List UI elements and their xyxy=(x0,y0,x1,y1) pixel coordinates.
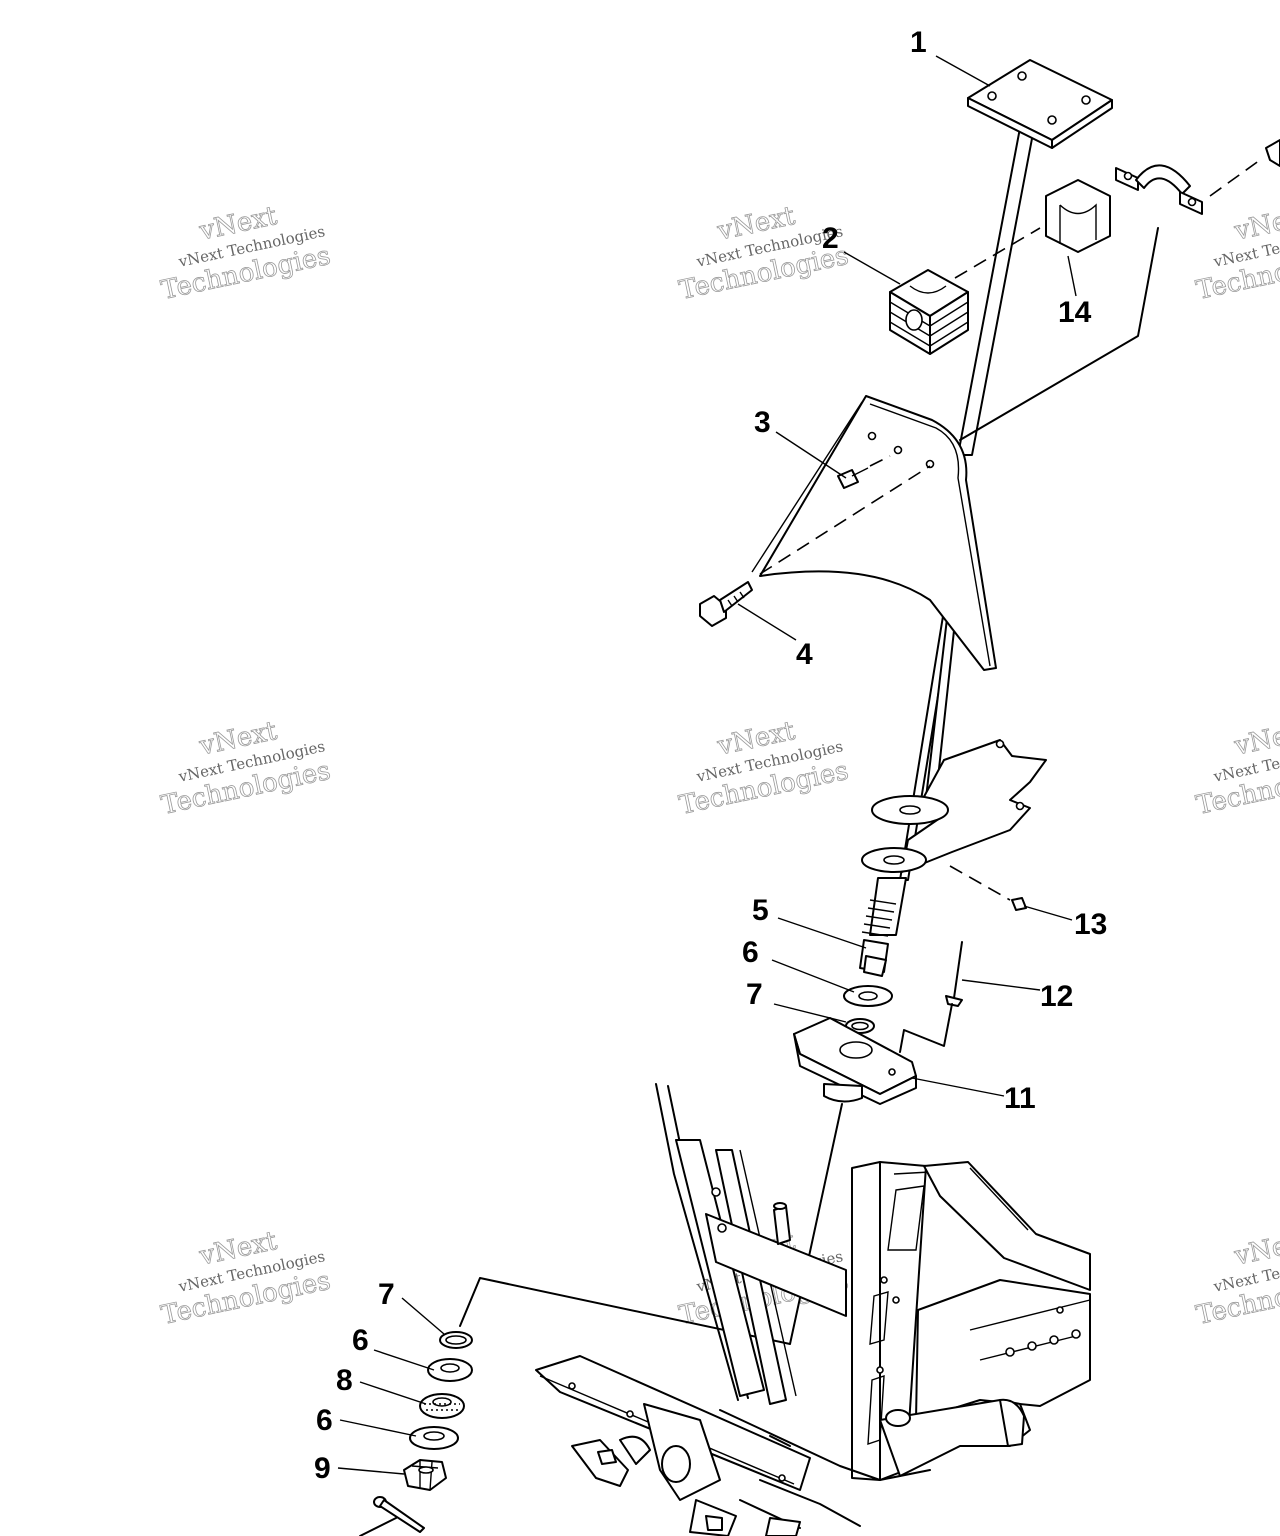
callout-8: 8 xyxy=(336,1364,353,1397)
part-6-washer-lower-1 xyxy=(427,1358,473,1382)
screw-13-dash xyxy=(949,865,1011,901)
callout-4: 4 xyxy=(796,638,813,671)
part-9-castle-nut xyxy=(403,1459,447,1491)
part-2-bushing-block xyxy=(889,227,1041,355)
shaft-spline xyxy=(861,899,897,937)
callout-7-upper: 7 xyxy=(746,978,763,1011)
watermark-7: vNext vNext Technologies Technologies xyxy=(158,1226,333,1332)
clamp-leader xyxy=(959,227,1159,441)
callout-13: 13 xyxy=(1074,908,1107,941)
watermark-6: vNext vNext Technologies Technologies xyxy=(1193,716,1280,822)
watermark-5: vNext vNext Technologies Technologies xyxy=(676,716,851,822)
part-7-oring-lower xyxy=(439,1331,473,1349)
callout-3: 3 xyxy=(754,406,771,439)
callout-6-upper: 6 xyxy=(742,936,759,969)
cotter-pin-lower xyxy=(359,1496,425,1536)
callout-labels: 1 2 3 4 5 6 7 11 12 13 14 7 6 8 6 9 xyxy=(314,26,1107,1485)
callout-14: 14 xyxy=(1058,296,1092,329)
callout-5: 5 xyxy=(752,894,769,927)
callout-1: 1 xyxy=(910,26,927,59)
watermark-1: vNext vNext Technologies Technologies xyxy=(158,201,333,307)
leader-lines xyxy=(337,55,1077,1475)
bolt-dash-line xyxy=(759,465,931,575)
callout-12: 12 xyxy=(1040,980,1073,1013)
callout-9: 9 xyxy=(314,1452,331,1485)
shaft-clamp xyxy=(1115,139,1280,215)
steering-shroud xyxy=(751,395,997,671)
watermark-4: vNext vNext Technologies Technologies xyxy=(158,716,333,822)
watermark-group: vNext vNext Technologies Technologies vN… xyxy=(158,201,1280,1332)
callout-6-lower-2: 6 xyxy=(316,1404,333,1437)
part-14-bushing xyxy=(1045,179,1111,253)
part-11-steering-block xyxy=(793,1017,917,1105)
part-3-screw xyxy=(837,455,891,489)
part-12-pin xyxy=(899,941,963,1053)
part-13-screw xyxy=(1011,897,1027,911)
part-6-washer-upper xyxy=(843,985,893,1007)
callout-2: 2 xyxy=(822,222,839,255)
shaft-to-washer-leader xyxy=(459,1103,843,1345)
part-6-washer-lower-2 xyxy=(409,1426,459,1450)
shaft-collar-lower xyxy=(861,847,927,873)
part-8-lock-washer xyxy=(419,1393,465,1419)
part-4-bolt xyxy=(699,581,753,627)
callout-7-lower: 7 xyxy=(378,1278,395,1311)
part-1-steering-plate xyxy=(967,59,1113,149)
frame-assembly xyxy=(535,1083,1091,1536)
callout-6-lower-1: 6 xyxy=(352,1324,369,1357)
callout-11: 11 xyxy=(1004,1082,1036,1115)
shaft-collar-upper xyxy=(871,795,949,825)
watermark-9: vNext vNext Technologies Technologies xyxy=(1193,1226,1280,1332)
